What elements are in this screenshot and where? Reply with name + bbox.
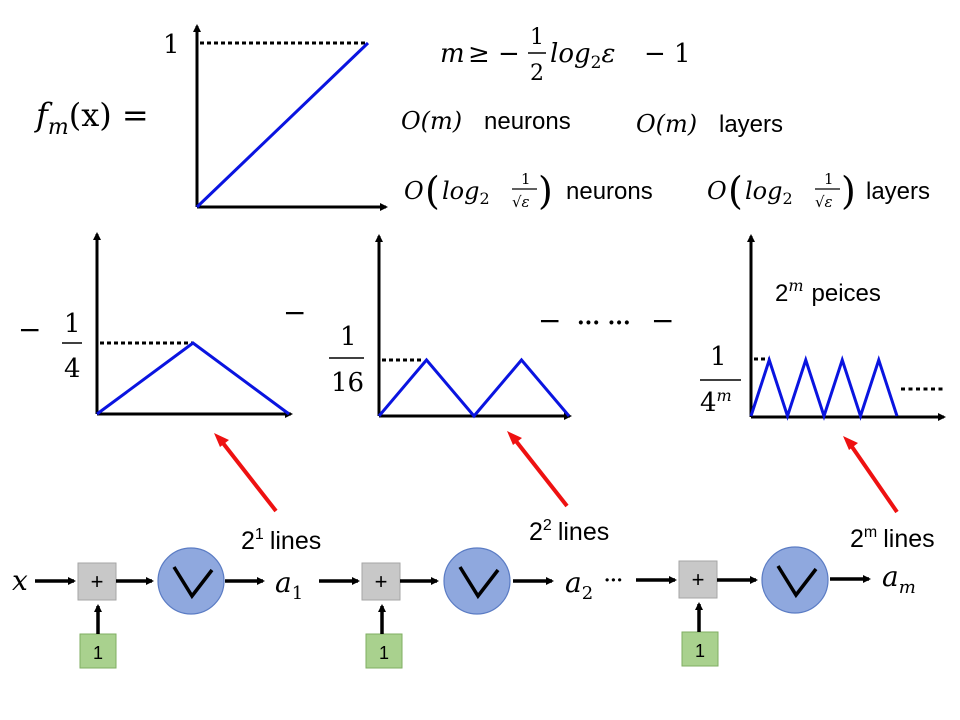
bias-box: [365, 633, 403, 669]
sep-dots: ··· ···: [577, 310, 631, 336]
red-arrowhead-1: [214, 433, 229, 447]
panel-1-frac-den: 4: [64, 354, 81, 384]
output-am: am: [882, 560, 916, 598]
red-arrows: [214, 431, 899, 514]
output-a1: a1: [275, 566, 303, 604]
adder-plus: +: [692, 567, 705, 592]
panel-2-wave: [377, 357, 571, 419]
relu-v-icon: [776, 565, 818, 599]
panel-1-wave: [96, 341, 290, 416]
complexity-row-1: O(m) neurons O(m) layers: [401, 107, 783, 138]
frac-num: 1: [824, 170, 834, 188]
m-var: m: [440, 39, 465, 69]
half-den: 2: [530, 61, 544, 86]
red-arrow-2: [510, 434, 569, 508]
relu-v-icon: [458, 566, 500, 600]
paren-open: (: [425, 169, 440, 213]
adder-box: [678, 560, 718, 599]
bias-value: 1: [695, 641, 705, 661]
ellipsis-separator: − ··· ··· −: [538, 304, 674, 337]
red-arrow-1: [217, 436, 278, 513]
panel-2: 1 16: [329, 234, 572, 420]
relu-neuron: [761, 546, 829, 614]
stage-1: + 1 a1: [35, 547, 303, 669]
relu-neuron: [443, 547, 511, 615]
panel-1-frac-num: 1: [64, 309, 81, 339]
stage-m: + 1 am: [636, 546, 916, 667]
relu-v-icon: [172, 566, 214, 600]
red-arrow-3: [846, 439, 899, 514]
panel-2-frac-den: 16: [331, 368, 364, 398]
frac-den: √ε: [815, 193, 833, 211]
triangle-wave-line: [749, 355, 899, 421]
fm-label: fm(x) =: [34, 96, 149, 140]
fm-definition: fm(x) = 1: [34, 24, 388, 211]
panel-1: − 1 4 −: [18, 232, 306, 418]
panel-1-minus: −: [18, 313, 41, 346]
y-tick-1: 1: [163, 30, 180, 60]
chain-ellipsis: ···: [604, 570, 623, 591]
adder-plus: +: [375, 569, 388, 594]
bias-value: 1: [379, 643, 389, 663]
fm-curve: [195, 41, 370, 209]
layers-label: layers: [866, 178, 930, 205]
complexity-row-2: O ( log2 1 √ε ) neurons O ( log2 1 √ε ) …: [404, 169, 930, 213]
half-num: 1: [530, 25, 544, 50]
red-arrowhead-2: [507, 431, 522, 445]
neurons-label: neurons: [484, 108, 571, 135]
input-x: x: [12, 564, 28, 597]
relu-neuron: [157, 547, 225, 615]
panel-2-minus: −: [283, 296, 306, 329]
panel-3-frac-den: 4m: [700, 386, 732, 418]
geq-sign: ≥ −: [468, 39, 520, 69]
stage-2: + 1 a2 ···: [319, 547, 623, 669]
log-term: log2: [745, 177, 793, 208]
network-chain: x + 1 a1 + 1 a2 ···: [12, 546, 916, 669]
m-condition: m ≥ − 1 2 log2ε − 1: [440, 25, 691, 86]
triangle-wave-line: [377, 357, 571, 419]
layers-label: layers: [719, 111, 783, 138]
frac-den: √ε: [512, 193, 530, 211]
paren-close: ): [538, 169, 553, 213]
panel-3-wave: [749, 355, 899, 421]
log-expr: log2ε: [550, 39, 615, 73]
frac-num: 1: [521, 170, 531, 188]
big-o-symbol: O: [404, 177, 424, 205]
panel-2-frac-num: 1: [340, 322, 357, 352]
neurons-label: neurons: [566, 178, 653, 205]
big-o-m-neurons: O(m): [401, 107, 462, 135]
sep-minus-left: −: [538, 304, 561, 337]
red-arrowhead-3: [843, 436, 858, 450]
minus-one: − 1: [644, 39, 691, 69]
adder-plus: +: [91, 569, 104, 594]
panel-3-frac-num: 1: [710, 342, 727, 372]
log-term: log2: [442, 177, 490, 208]
paren-open: (: [728, 169, 743, 213]
big-o-symbol: O: [707, 177, 727, 205]
big-o-m-layers: O(m): [636, 110, 697, 138]
paren-close: ): [841, 169, 856, 213]
sep-minus-right: −: [651, 304, 674, 337]
bias-value: 1: [93, 643, 103, 663]
adder-box: [77, 562, 117, 601]
triangle-wave-line: [96, 341, 290, 416]
output-a2: a2: [565, 566, 593, 604]
